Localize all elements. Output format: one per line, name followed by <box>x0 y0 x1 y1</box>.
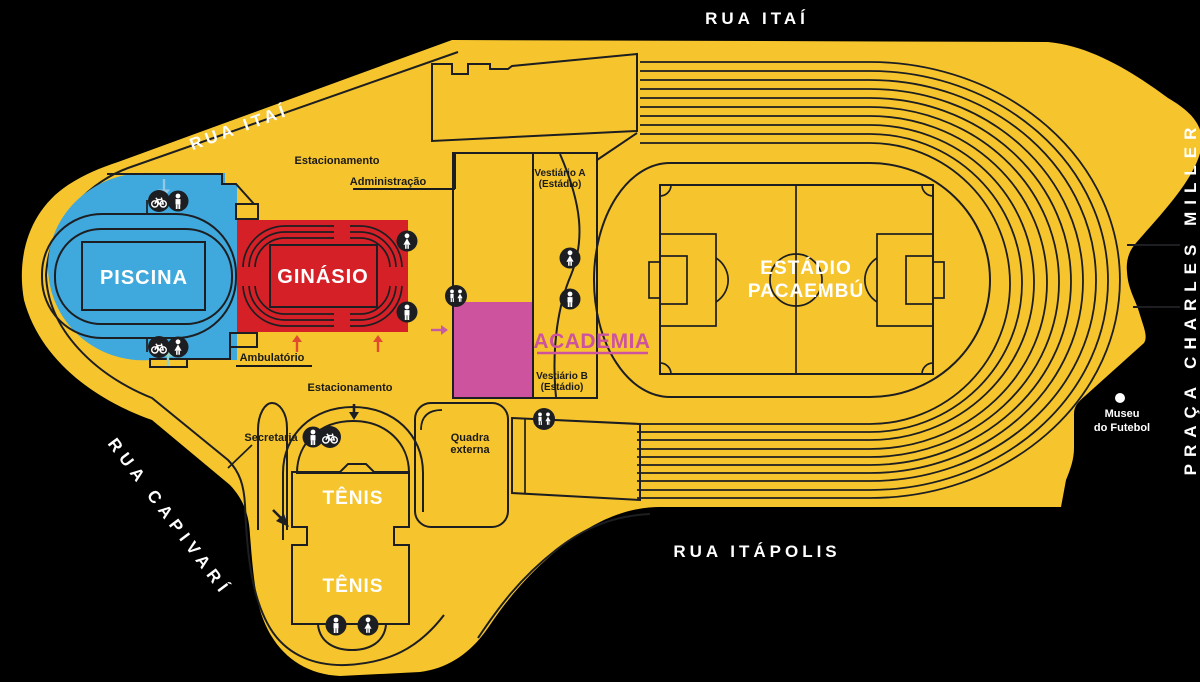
gym-track-gap <box>334 222 350 243</box>
spectator-benches <box>316 536 388 545</box>
tennis-west-entrance-arrowhead <box>276 514 289 527</box>
pool-annex-north <box>235 203 259 220</box>
stadium-northwest-building <box>431 52 638 143</box>
swimming-pool <box>81 241 206 311</box>
stadium-stand-ring <box>637 106 1060 458</box>
gym-entrance-arrowhead-west <box>292 335 302 342</box>
estadio-label-line2: PACAEMBÚ <box>748 280 864 302</box>
bicycle-parking-icon <box>147 335 171 359</box>
secretaria-area: Secretaria <box>227 401 298 530</box>
museu-label-line2: do Futebol <box>1094 422 1150 434</box>
stadium-stand-ring <box>637 124 1035 441</box>
kerb-line-south <box>477 513 651 639</box>
secretaria-leader-line <box>227 444 253 469</box>
womens-restroom-icon <box>559 247 581 269</box>
street-praca-charles-miller: PRAÇA CHARLES MILLER <box>1181 121 1200 476</box>
mens-restroom-icon <box>559 288 581 310</box>
stand-connector-line <box>596 132 638 161</box>
stadium-stand-ring <box>637 97 1072 466</box>
stadium-stand-ring <box>637 61 1121 499</box>
stadium-stand-ring <box>637 115 1048 450</box>
womens-restroom-icon <box>396 230 418 252</box>
piscina-label: PISCINA <box>100 267 188 289</box>
unisex-restroom-icon <box>533 408 555 430</box>
pool-deck-outline-outer <box>41 213 237 339</box>
pool-deck-outline-inner <box>54 228 233 325</box>
academia-label: ACADEMIA <box>533 330 650 353</box>
estacionamento-norte-label: Estacionamento <box>295 155 380 167</box>
tennis-dome <box>295 419 411 474</box>
vestiario-b-label-line1: Vestiário B <box>536 371 588 382</box>
secretaria-label: Secretaria <box>244 432 298 444</box>
quadra-externa-area: Quadra externa <box>414 402 509 528</box>
tennis-north-entrance-arrowhead <box>349 412 359 420</box>
piscina-area: PISCINA <box>41 172 259 368</box>
gym-track-gap <box>378 267 406 286</box>
administracao-label: Administração <box>350 176 427 188</box>
vestiario-a-label-line1: Vestiário A <box>534 168 585 179</box>
estadio-label-line1: ESTÁDIO <box>760 257 851 279</box>
stadium-stand-ring <box>637 88 1084 474</box>
mens-restroom-icon <box>325 614 347 636</box>
stadium-stand-ring <box>637 142 1011 425</box>
tenis-sul-label: TÊNIS <box>323 575 384 597</box>
pool-grounds <box>47 172 237 361</box>
estacionamento-sul-label: Estacionamento <box>308 382 393 394</box>
gym-track-gap <box>334 309 350 330</box>
ginasio-area: GINÁSIO <box>237 220 408 332</box>
unisex-restroom-icon <box>445 285 467 307</box>
tennis-south-apse <box>317 624 387 652</box>
tennis-west-entrance-arrow <box>272 509 282 519</box>
secretaria-building <box>257 401 288 530</box>
stadium-stand-ring <box>637 79 1097 482</box>
gym-court <box>269 244 378 308</box>
praca-access-lines <box>1127 244 1180 308</box>
street-rua-itai-top: RUA ITAÍ <box>705 9 809 28</box>
womens-restroom-icon <box>167 336 189 358</box>
tennis-courts <box>291 463 410 625</box>
quadra-externa-corner <box>420 409 443 431</box>
pitch-markings <box>648 184 945 375</box>
ambulatorio-label: Ambulatório <box>240 352 305 364</box>
vestiarios-building-outline <box>532 152 598 399</box>
vestiario-a-label-line2: (Estádio) <box>539 179 582 190</box>
south-building-outline <box>511 416 641 502</box>
gym-track-gap <box>239 267 267 286</box>
academia-building <box>454 302 533 397</box>
street-rua-itapolis: RUA ITÁPOLIS <box>673 542 840 561</box>
quadra-externa-label-line1: Quadra <box>451 432 490 444</box>
stadium-bowl-outline <box>593 162 991 398</box>
stadium-stand-ring <box>637 133 1023 433</box>
bicycle-parking-icon <box>147 189 171 213</box>
ginasio-label: GINÁSIO <box>277 265 368 288</box>
museum-location-dot <box>1115 393 1125 403</box>
pool-annex-south <box>229 332 258 348</box>
administration-block: Vestiário A (Estádio) Vestiário B (Estád… <box>452 132 650 399</box>
academia-entrance-arrowhead <box>441 325 448 335</box>
bicycle-parking-icon <box>318 425 342 449</box>
mens-restroom-icon <box>396 301 418 323</box>
mens-restroom-icon <box>167 190 189 212</box>
quadra-externa-label-line2: externa <box>450 444 490 456</box>
stadium-stand-ring <box>637 70 1109 491</box>
gym-entrance-arrowhead-east <box>373 335 383 342</box>
museu-label-line1: Museu <box>1105 408 1140 420</box>
south-stand-building <box>511 416 641 502</box>
estadio-pacaembu: ESTÁDIO PACAEMBÚ <box>431 52 1121 499</box>
womens-restroom-icon <box>357 614 379 636</box>
tenis-norte-label: TÊNIS <box>323 487 384 509</box>
pool-edge-north <box>107 173 255 205</box>
museu-do-futebol-marker: Museu do Futebol <box>1094 393 1150 434</box>
vestiario-b-label-line2: (Estádio) <box>541 382 584 393</box>
quadra-externa-outline <box>414 402 509 528</box>
complex-grounds <box>21 40 1200 676</box>
